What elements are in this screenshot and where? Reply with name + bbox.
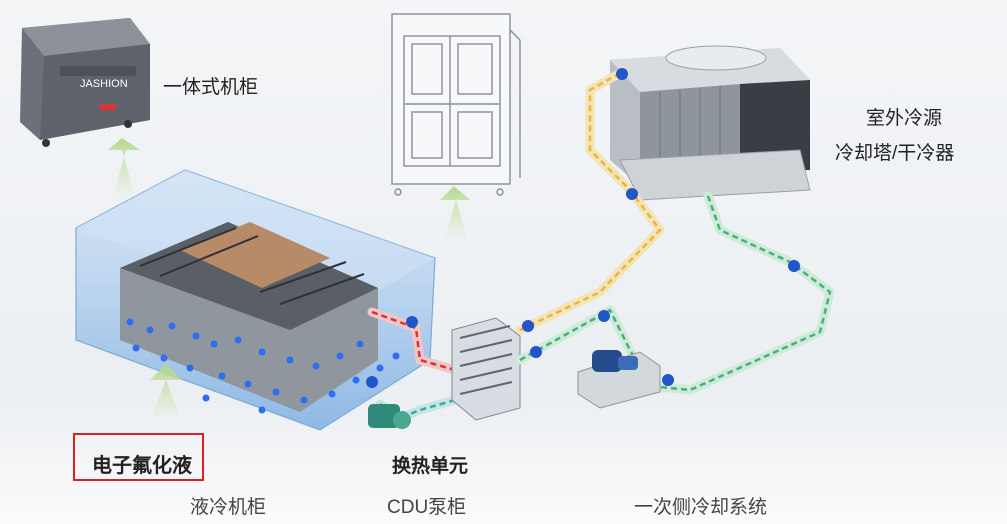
outdoor-source-label: 室外冷源 (866, 108, 943, 129)
cooling-tower-icon (610, 45, 811, 201)
heat-exchange-unit-label: 换热单元 (392, 456, 469, 477)
cdu-cabinet-drawing-icon (391, 13, 521, 196)
up-arrow-cabinet (108, 138, 140, 200)
primary-cooling-system-label: 一次侧冷却系统 (634, 497, 768, 518)
cabinet-brand: JASHION (80, 78, 128, 90)
up-arrow-cdu (440, 186, 470, 242)
coolant-bubbles (126, 318, 400, 414)
heat-exchanger-icon (451, 317, 521, 421)
valve-icons (366, 68, 800, 388)
cdu-pump-cabinet-label: CDU泵柜 (387, 497, 467, 518)
coolant-label: 电子氟化液 (92, 455, 192, 477)
integrated-cabinet-label: 一体式机柜 (163, 77, 259, 98)
cdu-pump-icon (368, 404, 411, 429)
cooling-tower-label: 冷却塔/干冷器 (835, 143, 955, 164)
liquid-cooling-cabinet-label: 液冷机柜 (190, 497, 267, 518)
primary-pump-icon (577, 350, 661, 409)
up-arrow-tank (150, 364, 182, 420)
coolant-highlight-box (73, 433, 204, 481)
cool-pipe (515, 191, 835, 395)
integrated-cabinet-icon: JASHION (20, 18, 150, 147)
